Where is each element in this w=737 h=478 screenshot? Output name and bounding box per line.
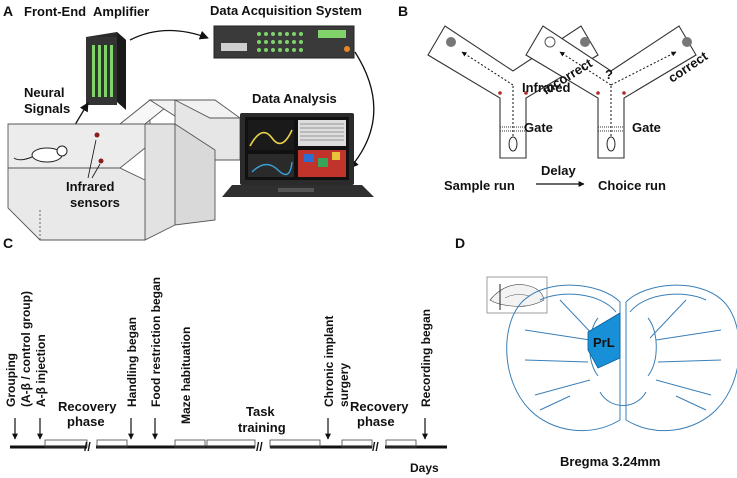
event-label: A-β injection bbox=[34, 334, 48, 407]
break-mark: // bbox=[372, 440, 379, 454]
panel-b-label: B bbox=[398, 3, 408, 19]
inset-brain bbox=[486, 276, 548, 314]
y-maze-3d bbox=[7, 99, 242, 241]
choice-run-label: Choice run bbox=[598, 178, 666, 193]
daq-label: Data Acquisition System bbox=[210, 3, 362, 18]
daq-device bbox=[213, 25, 355, 59]
neural-label-2: Signals bbox=[24, 101, 70, 116]
event-arrows bbox=[12, 418, 428, 440]
infrared-label-2: sensors bbox=[70, 195, 120, 210]
panel-a-label: A bbox=[3, 3, 13, 19]
amplifier-device bbox=[86, 32, 126, 110]
phase-label: Recovery bbox=[58, 399, 117, 414]
prl-region bbox=[587, 312, 621, 369]
break-mark: // bbox=[256, 440, 263, 454]
event-label: Handling began bbox=[125, 317, 139, 407]
event-label: Chronic implant bbox=[322, 316, 336, 407]
phase-label: Recovery bbox=[350, 399, 409, 414]
infrared-label-1: Infrared bbox=[66, 179, 114, 194]
event-label: Grouping bbox=[4, 353, 18, 407]
neural-label-1: Neural bbox=[24, 85, 64, 100]
bregma-caption: Bregma 3.24mm bbox=[560, 454, 660, 469]
delay-label: Delay bbox=[541, 163, 576, 178]
gate-label-right: Gate bbox=[632, 120, 661, 135]
panel-c-label: C bbox=[3, 235, 13, 251]
arrow-amp-to-daq bbox=[129, 29, 209, 41]
panel-c: C Grouping (A-β / control group) A-β inj… bbox=[3, 235, 447, 475]
sensor-leader bbox=[87, 139, 97, 179]
sensor-leader bbox=[91, 163, 101, 179]
question-mark: ? bbox=[605, 67, 613, 82]
event-label: Food restriction began bbox=[149, 277, 163, 407]
prl-label: PrL bbox=[593, 335, 615, 350]
timeline bbox=[10, 439, 447, 449]
event-label: Recording began bbox=[419, 309, 433, 407]
sample-run-label: Sample run bbox=[444, 178, 515, 193]
panel-d-label: D bbox=[455, 235, 465, 251]
panel-d: D PrL Bregma 3.24mm bbox=[455, 235, 737, 469]
sensor-dot bbox=[98, 158, 104, 164]
phase-label: training bbox=[238, 420, 286, 435]
front-end-label: Front-End bbox=[24, 4, 86, 19]
rat-figure bbox=[13, 145, 68, 163]
event-label: surgery bbox=[337, 363, 351, 407]
days-label: Days bbox=[410, 461, 439, 475]
arrow-daq-to-analysis bbox=[349, 51, 375, 169]
phase-label: phase bbox=[357, 414, 395, 429]
infrared-label-b: Infrared bbox=[522, 80, 570, 95]
laptop-device bbox=[222, 113, 374, 197]
y-maze-right bbox=[525, 25, 697, 159]
gate-label-left: Gate bbox=[524, 120, 553, 135]
sensor-dot bbox=[94, 132, 100, 138]
amplifier-label: Amplifier bbox=[93, 4, 149, 19]
event-label: (A-β / control group) bbox=[19, 291, 33, 407]
analysis-label: Data Analysis bbox=[252, 91, 337, 106]
panel-a: A Front-End Amplifier Data Acquisition S… bbox=[3, 3, 375, 241]
break-mark: // bbox=[84, 440, 91, 454]
phase-label: phase bbox=[67, 414, 105, 429]
phase-label: Task bbox=[246, 404, 275, 419]
event-label: Maze habituation bbox=[179, 327, 193, 424]
panel-b: B Infrared Gate bbox=[398, 3, 711, 193]
